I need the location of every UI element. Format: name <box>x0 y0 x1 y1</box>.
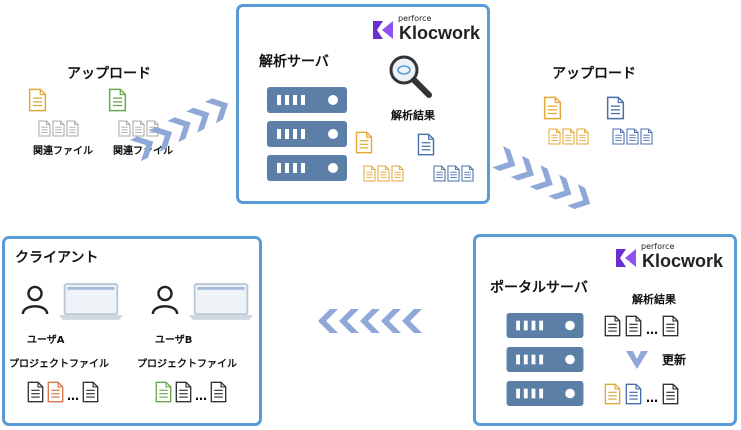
portal-server-title: ポータルサーバ <box>490 280 588 296</box>
portal-results-label: 解析結果 <box>632 293 676 306</box>
related-file-label-1: 関連ファイル <box>33 146 93 157</box>
portal-server-box: perforce Klocwork ポータルサーバ 解析結果 … 更新 … <box>473 234 737 426</box>
document-icon <box>625 383 642 405</box>
document-icon <box>625 315 642 337</box>
server-icon <box>506 313 584 338</box>
user-icon <box>21 285 49 315</box>
document-icon <box>47 381 64 403</box>
brand-name: Klocwork <box>642 250 724 271</box>
document-icon <box>108 88 127 112</box>
ellipsis: … <box>646 323 658 337</box>
document-icon <box>155 381 172 403</box>
document-icon <box>604 315 621 337</box>
klocwork-logo-icon <box>371 19 395 41</box>
ellipsis: … <box>195 389 207 403</box>
document-icon <box>461 165 474 182</box>
klocwork-logo-icon <box>614 247 638 269</box>
user-icon <box>151 285 179 315</box>
laptop-icon <box>189 283 253 321</box>
klocwork-brand: perforce Klocwork <box>614 242 734 273</box>
server-icon <box>267 121 347 147</box>
document-icon <box>66 120 79 137</box>
document-icon <box>27 381 44 403</box>
brand-name: Klocwork <box>399 22 481 43</box>
document-icon <box>612 128 625 145</box>
user-b-label: ユーザB <box>155 335 193 346</box>
upload-arrow-right <box>492 146 596 215</box>
upload-right-title: アップロード <box>552 66 636 82</box>
server-icon <box>506 381 584 406</box>
document-icon <box>355 131 373 154</box>
document-icon <box>562 128 575 145</box>
upload-left-title: アップロード <box>67 66 151 82</box>
document-icon <box>447 165 460 182</box>
document-icon <box>28 88 47 112</box>
document-icon <box>662 315 679 337</box>
document-icon <box>52 120 65 137</box>
brand-sub: perforce <box>398 14 432 23</box>
client-box: クライアント ユーザA ユーザB プロジェクトファイル プロジェクトファイル …… <box>2 236 262 426</box>
chevron-arrow-icon <box>339 309 359 333</box>
project-files-b: … <box>155 381 227 403</box>
document-icon <box>604 383 621 405</box>
document-icon <box>640 128 653 145</box>
chevron-arrow-icon <box>381 309 401 333</box>
brand-sub: perforce <box>641 242 675 251</box>
document-icon <box>576 128 589 145</box>
client-title: クライアント <box>15 250 99 266</box>
result-files-blue <box>433 165 474 182</box>
chevron-arrow-icon <box>360 309 380 333</box>
document-icon <box>118 120 131 137</box>
analysis-server-title: 解析サーバ <box>259 54 329 70</box>
project-file-b-label: プロジェクトファイル <box>137 359 237 370</box>
chevron-arrow-icon <box>402 309 422 333</box>
update-label: 更新 <box>662 353 687 367</box>
upload-files-orange <box>548 128 589 145</box>
document-icon <box>662 383 679 405</box>
related-files-group-1 <box>38 120 79 137</box>
ellipsis: … <box>67 389 79 403</box>
chevron-arrow-icon <box>318 309 338 333</box>
document-icon <box>82 381 99 403</box>
analysis-server-box: 解析サーバ perforce Klocwork 解析結果 <box>236 4 490 204</box>
document-icon <box>210 381 227 403</box>
document-icon <box>626 128 639 145</box>
magnifier-icon <box>389 55 432 98</box>
chevron-down-icon <box>626 351 648 369</box>
portal-to-client-arrow <box>318 309 422 333</box>
document-icon <box>363 165 376 182</box>
document-icon <box>433 165 446 182</box>
document-icon <box>606 96 625 120</box>
server-icon <box>267 87 347 113</box>
portal-updated-files: … <box>604 383 679 405</box>
document-icon <box>543 96 562 120</box>
upload-files-blue <box>612 128 653 145</box>
result-files-orange <box>363 165 404 182</box>
document-icon <box>38 120 51 137</box>
portal-result-files: … <box>604 315 679 337</box>
document-icon <box>417 133 435 156</box>
related-file-label-2: 関連ファイル <box>113 146 173 157</box>
document-icon <box>548 128 561 145</box>
laptop-icon <box>59 283 123 321</box>
document-icon <box>391 165 404 182</box>
project-files-a: … <box>27 381 99 403</box>
ellipsis: … <box>646 391 658 405</box>
document-icon <box>175 381 192 403</box>
project-file-a-label: プロジェクトファイル <box>9 359 109 370</box>
user-a-label: ユーザA <box>27 335 65 346</box>
document-icon <box>377 165 390 182</box>
analysis-results-label: 解析結果 <box>391 109 435 122</box>
server-icon <box>506 347 584 372</box>
server-icon <box>267 155 347 181</box>
klocwork-brand: perforce Klocwork <box>371 14 489 45</box>
